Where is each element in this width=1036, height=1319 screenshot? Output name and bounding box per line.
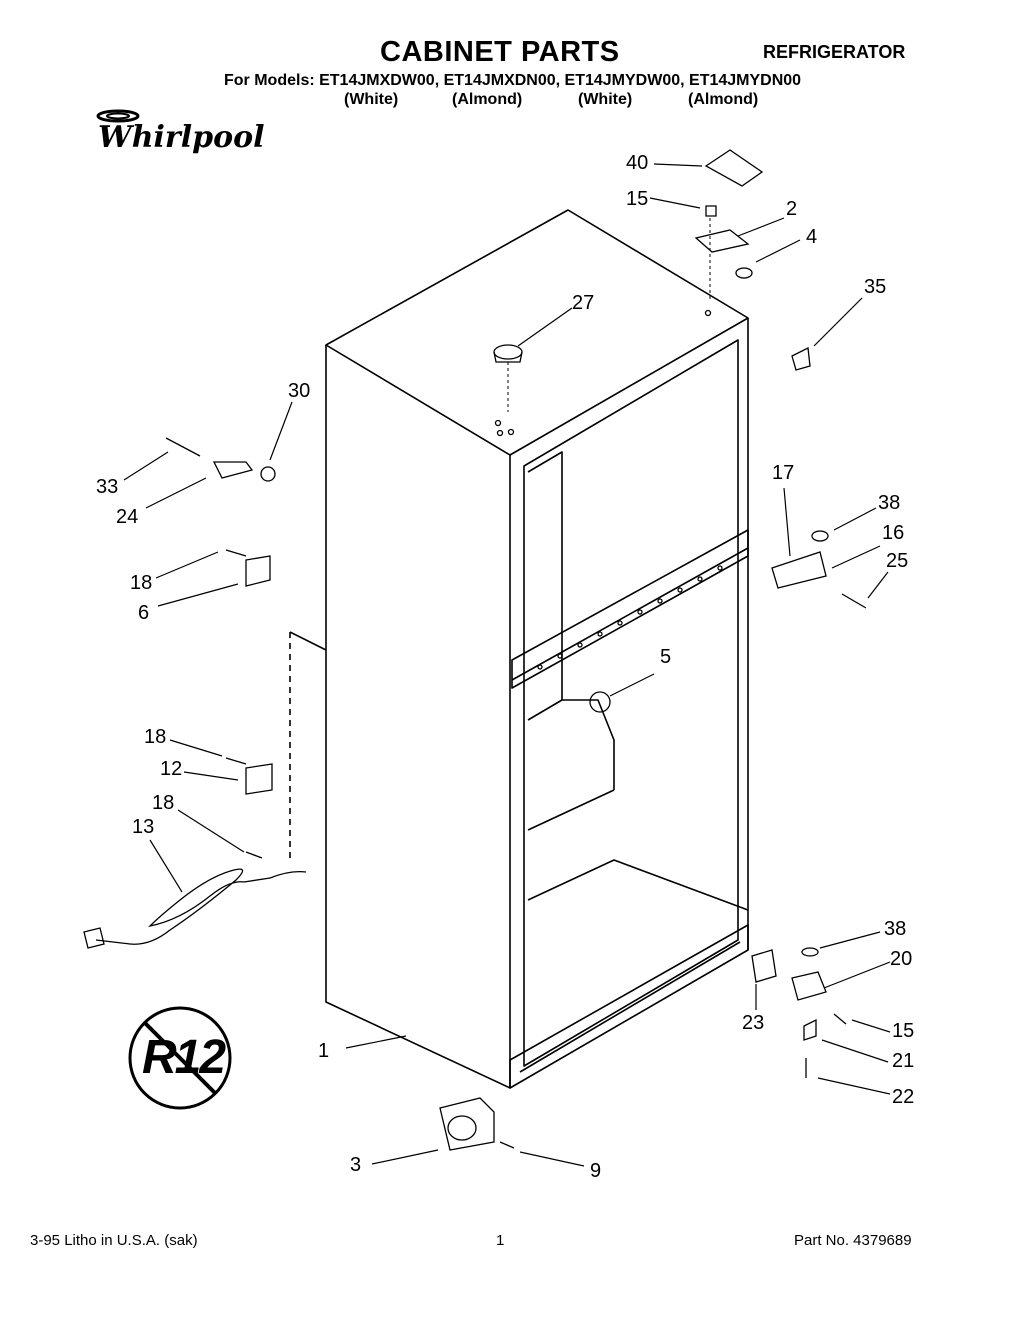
callout-16: 16 [882, 522, 905, 544]
callout-22: 22 [892, 1086, 915, 1108]
callout-38: 38 [878, 492, 901, 514]
callout-3: 3 [350, 1154, 362, 1176]
r12-badge-text: R12 [142, 1031, 226, 1084]
callout-9: 9 [590, 1160, 602, 1182]
callout-5: 5 [660, 646, 672, 668]
callout-35: 35 [864, 276, 887, 298]
models-line: For Models: ET14JMXDW00, ET14JMXDN00, ET… [224, 72, 802, 89]
callout-4: 4 [806, 226, 818, 248]
model-color: (White) [344, 91, 399, 108]
callout-23: 23 [742, 1012, 765, 1034]
power-cord [95, 868, 245, 945]
callout-20: 20 [890, 948, 913, 970]
appliance-type: REFRIGERATOR [763, 42, 906, 62]
print-info: 3-95 Litho in U.S.A. (sak) [30, 1232, 198, 1249]
callout-17: 17 [772, 462, 795, 484]
callout-15: 15 [892, 1020, 915, 1042]
callout-25: 25 [886, 550, 909, 572]
part-number: Part No. 4379689 [794, 1232, 912, 1249]
callout-18: 18 [144, 726, 167, 748]
part-3-leveler [439, 1097, 495, 1151]
callout-1: 1 [318, 1040, 330, 1062]
callout-18: 18 [130, 572, 153, 594]
callout-27: 27 [572, 292, 595, 314]
callout-12: 12 [160, 758, 183, 780]
callout-24: 24 [116, 506, 139, 528]
model-color: (White) [578, 91, 633, 108]
part-40-cap [704, 149, 764, 187]
divider-rail [511, 529, 749, 689]
callout-40: 40 [626, 152, 649, 174]
callout-18: 18 [152, 792, 175, 814]
model-color: (Almond) [688, 91, 759, 108]
r12-badge-circle [128, 1006, 232, 1110]
page-number: 1 [496, 1232, 505, 1249]
callout-13: 13 [132, 816, 155, 838]
callout-38: 38 [884, 918, 907, 940]
brand-wordmark: Whirlpool [98, 120, 265, 155]
model-color: (Almond) [452, 91, 523, 108]
callout-33: 33 [96, 476, 119, 498]
callout-21: 21 [892, 1050, 915, 1072]
callout-15: 15 [626, 188, 649, 210]
callout-30: 30 [288, 380, 311, 402]
callout-2: 2 [786, 198, 798, 220]
callout-6: 6 [138, 602, 150, 624]
whirlpool-logo [96, 109, 140, 123]
page-title: CABINET PARTS [380, 36, 620, 68]
